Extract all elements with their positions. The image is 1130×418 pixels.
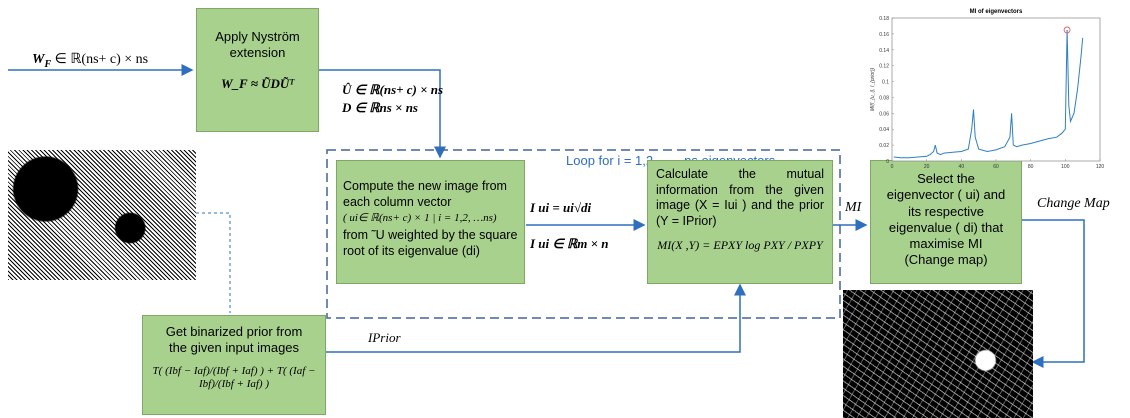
loop-box [326, 149, 841, 319]
y-tick-label: 0.08 [879, 95, 889, 101]
compute-text3: from ˜U weighted by the square root of i… [343, 228, 518, 258]
x-tick-label: 20 [924, 164, 930, 170]
input-wf-label: WF ∈ ℝ(ns+ c) × ns [32, 50, 148, 70]
mi-formula: MI(X ,Y) = EPXY log PXY / PXPY [657, 237, 823, 252]
change-map-label: Change Map [1037, 196, 1110, 211]
wf-dims: ∈ ℝ(ns+ c) × ns [51, 52, 149, 67]
nystrom-formula: W_F ≈ ŨDŨᵀ [221, 75, 294, 91]
arrow-select-to-changemap [1022, 219, 1085, 368]
nystrom-line2: extension [229, 45, 286, 61]
select-line3: its respective [908, 203, 984, 219]
x-tick-label: 100 [1061, 164, 1070, 170]
y-axis-label: MI(I_{u_i}, I_{prior}) [870, 67, 876, 111]
mi-box: Calculate the mutual information from th… [647, 160, 833, 284]
i-prior-label: IPrior [368, 330, 401, 345]
select-line4: eigenvalue ( di) that [888, 219, 1004, 235]
select-line2: eigenvector ( ui) and [886, 187, 1006, 203]
prior-box: Get binarized prior from the given input… [142, 315, 326, 415]
y-tick-label: 0.14 [879, 48, 889, 54]
nystrom-line1: Apply Nyström [215, 29, 300, 44]
select-line6: (Change map) [904, 252, 988, 268]
x-tick-label: 80 [1028, 164, 1034, 170]
compute-text2: ( ui∈ ℝ(ns+ c) × 1 | i = 1,2, …ns) [343, 212, 497, 225]
dotted-link-input-image [196, 212, 231, 313]
prior-formula: T( (Ibf − Iaf)/(Ibf + Iaf) ) + T( (Iaf −… [152, 364, 316, 391]
nystrom-box: Apply Nyström extension W_F ≈ ŨDŨᵀ [196, 8, 319, 132]
y-tick-label: 0.1 [882, 80, 889, 86]
select-line5: maximise MI [909, 236, 983, 251]
iu-eq1: I ui = ui√di [530, 200, 592, 215]
mi-eigenvectors-chart: MI of eigenvectors 0 0.02 0.04 0.06 0.08 0.1 0.… [870, 9, 1105, 170]
select-line1: Select the [917, 171, 975, 186]
prior-line2: the given input images [168, 340, 300, 356]
x-tick-label: 60 [993, 164, 999, 170]
mi-series-line [893, 29, 1084, 159]
prior-line1: Get binarized prior from [165, 324, 303, 339]
y-tick-label: 0.04 [879, 127, 889, 133]
compute-box: Compute the new image from each column v… [336, 160, 525, 284]
y-tick-label: 0.16 [879, 32, 889, 38]
change-map-image [843, 290, 1033, 418]
x-tick-label: 120 [1096, 164, 1105, 170]
max-mi-marker [1063, 26, 1071, 34]
y-tick-label: 0.02 [879, 143, 889, 149]
mi-label: MI [845, 200, 862, 215]
arrow-nystrom-to-compute [319, 69, 446, 159]
compute-text1: Compute the new image from each column v… [343, 179, 507, 209]
input-sar-image [8, 150, 196, 280]
y-tick-label: 0.18 [879, 16, 889, 22]
y-tick-label: 0 [886, 159, 889, 165]
u-hat-line2: D ∈ ℝns × ns [342, 100, 418, 115]
wf-symbol: W [32, 52, 45, 67]
u-hat-line1: Û ∈ ℝ(ns+ c) × ns [342, 82, 444, 97]
arrow-prior-to-mi [326, 283, 746, 353]
x-tick-label: 0 [891, 164, 894, 170]
iu-eq2: I ui ∈ ℝm × n [530, 236, 609, 251]
mi-text1: Calculate the mutual information from th… [656, 167, 824, 228]
x-tick-label: 40 [959, 164, 965, 170]
select-box: Select the eigenvector ( ui) and its res… [870, 160, 1022, 284]
y-tick-label: 0.06 [879, 111, 889, 117]
y-tick-label: 0.12 [879, 64, 889, 70]
wf-subscript: F [44, 58, 52, 70]
chart-title: MI of eigenvectors [970, 9, 1023, 15]
